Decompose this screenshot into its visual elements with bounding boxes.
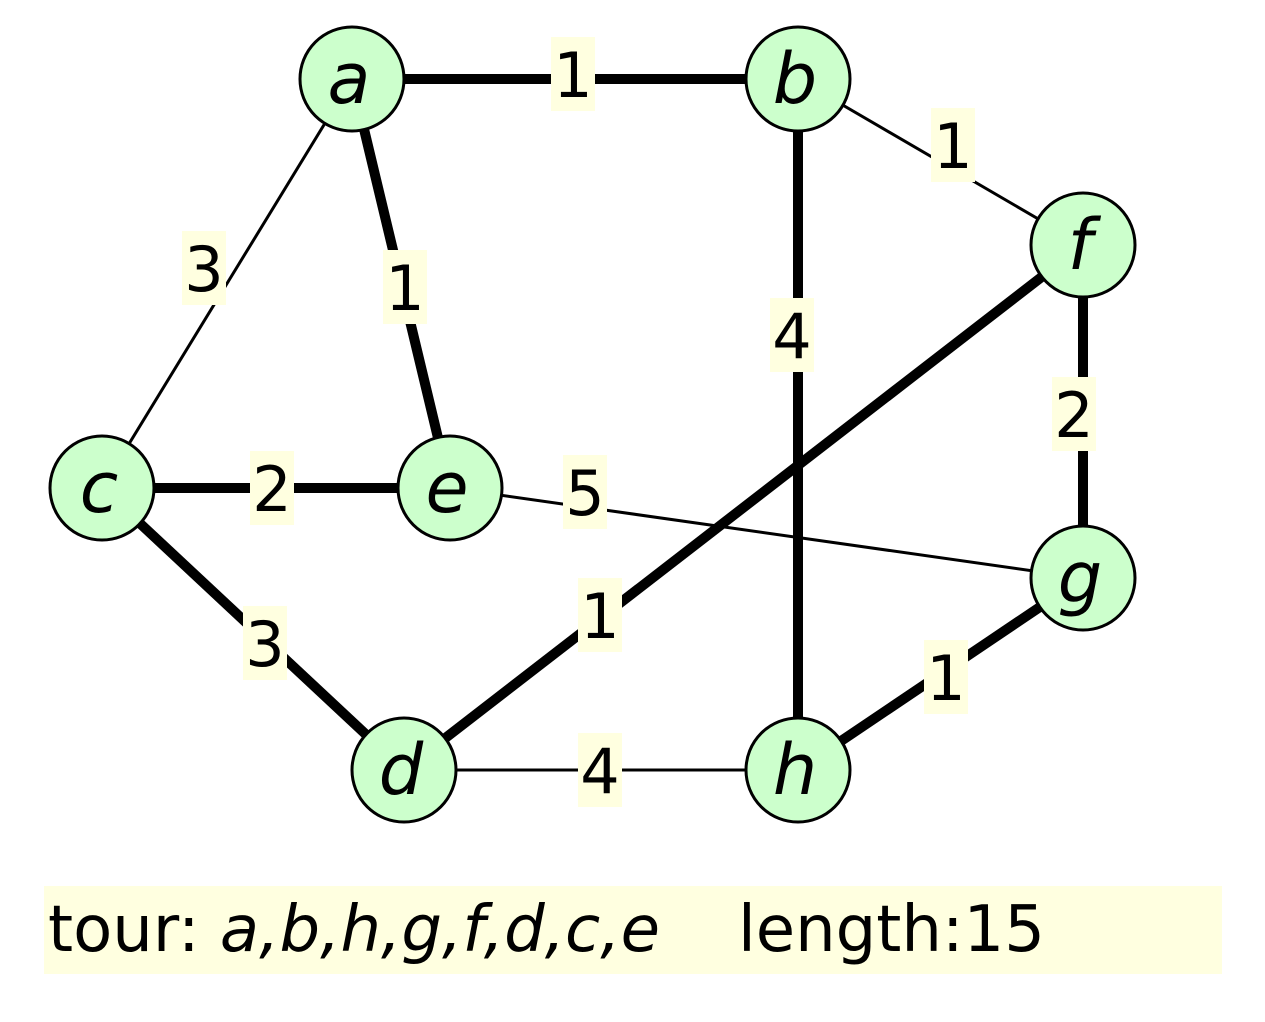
tour-label: tour: [48,893,220,967]
edge-weight-b-f: 1 [931,108,975,183]
edge-e-g [449,486,1084,580]
tour-sequence: a,b,h,g,f,d,c,e [219,893,660,967]
node-label: e [425,447,468,529]
length-label: length: [737,893,964,967]
edge-weight-text: 4 [580,735,619,808]
edge-weight-g-h: 1 [924,640,968,715]
node-c: c [48,434,156,542]
edge-weight-c-e: 2 [250,451,294,526]
edge-weight-d-f: 1 [578,578,622,653]
tour-caption: tour: a,b,h,g,f,d,c,e length:15 [44,886,1222,974]
edge-weights-layer: 1 1 3 1 4 2 2 5 1 3 1 4 [182,37,1096,808]
node-e: e [396,434,504,542]
length-value: 15 [963,893,1045,967]
edge-weight-c-d: 3 [243,606,287,681]
node-g: g [1029,524,1137,632]
node-label: c [80,447,119,529]
node-f: f [1029,191,1137,299]
edge-weight-f-g: 2 [1052,377,1096,452]
edge-weight-text: 1 [933,110,972,183]
edge-weight-d-h: 4 [578,733,622,808]
edge-weight-text: 4 [772,300,811,373]
nodes-layer: a b c d e f g h [48,25,1137,824]
edge-a-c [100,78,354,489]
edge-weight-text: 1 [385,252,424,325]
edge-weight-text: 3 [184,233,223,306]
node-b: b [744,25,852,133]
edge-weight-a-b: 1 [551,37,595,112]
edge-weight-text: 2 [1054,379,1093,452]
node-d: d [350,716,458,824]
node-label: a [328,38,371,120]
edge-weight-text: 3 [245,608,284,681]
edge-weight-text: 2 [252,453,291,526]
node-a: a [298,25,406,133]
edge-weight-text: 1 [926,642,965,715]
edge-weight-a-e: 1 [383,250,427,325]
node-h: h [744,716,852,824]
node-label: b [773,38,817,120]
node-label: h [773,729,817,811]
edge-weight-text: 1 [553,39,592,112]
node-label: g [1058,537,1102,619]
edge-weight-text: 5 [565,457,604,530]
edge-d-f [400,241,1087,774]
node-label: d [379,729,424,811]
edge-weight-a-c: 3 [182,231,226,306]
edge-weight-text: 1 [580,580,619,653]
edge-weight-b-h: 4 [770,298,814,373]
edge-weight-e-g: 5 [563,455,607,530]
